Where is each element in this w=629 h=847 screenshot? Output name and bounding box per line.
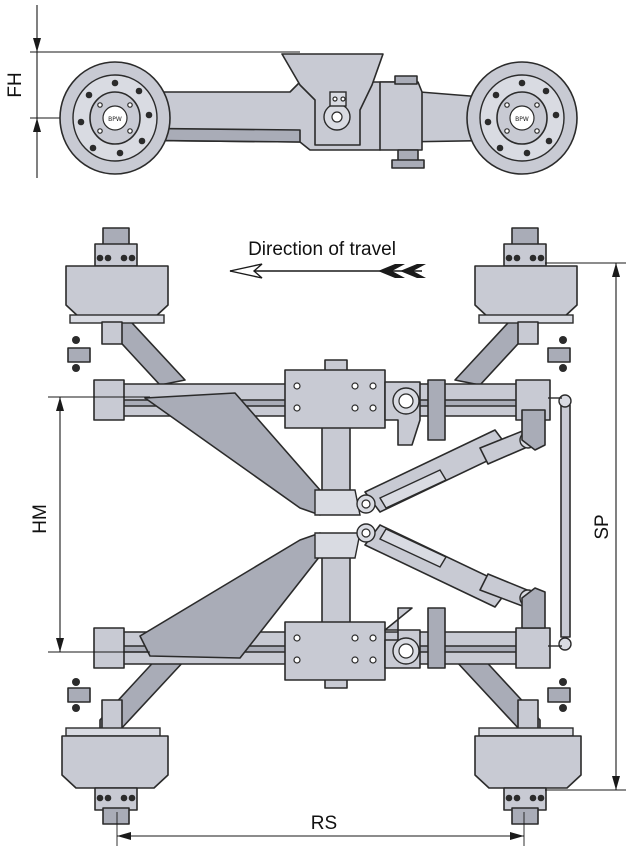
hub-top-right: [474, 227, 578, 345]
direction-of-travel: Direction of travel: [229, 239, 426, 279]
hub-bottom-right: [474, 699, 582, 825]
side-view: FH BPW: [5, 5, 578, 178]
side-clamp-block: [379, 81, 423, 151]
lower-clamp-block: [284, 607, 446, 681]
hub-bottom-left: [61, 699, 169, 825]
central-spine: [314, 359, 361, 689]
brake-valves: [67, 336, 571, 712]
steering-cylinder-upper: [356, 409, 546, 514]
hm-label: HM: [30, 504, 51, 534]
hub-top-left: [65, 227, 169, 345]
hub-cap-logo-icon: BPW: [108, 116, 122, 123]
steering-cylinder-lower: [356, 523, 546, 629]
direction-label: Direction of travel: [248, 239, 396, 260]
rs-dimension: RS: [116, 812, 525, 846]
sp-label: SP: [592, 514, 613, 539]
side-wheel-right: BPW: [466, 61, 578, 175]
direction-arrow-icon: [229, 263, 426, 279]
tie-rod: [548, 394, 572, 651]
upper-clamp-block: [284, 369, 446, 446]
sp-dimension: SP: [545, 262, 626, 791]
plan-view: [61, 227, 582, 825]
hm-dimension: HM: [30, 396, 150, 653]
fh-label: FH: [5, 72, 26, 97]
rs-label: RS: [311, 813, 337, 834]
hub-cap-logo-icon: BPW: [515, 116, 529, 123]
side-wheel-left: BPW: [59, 61, 171, 175]
